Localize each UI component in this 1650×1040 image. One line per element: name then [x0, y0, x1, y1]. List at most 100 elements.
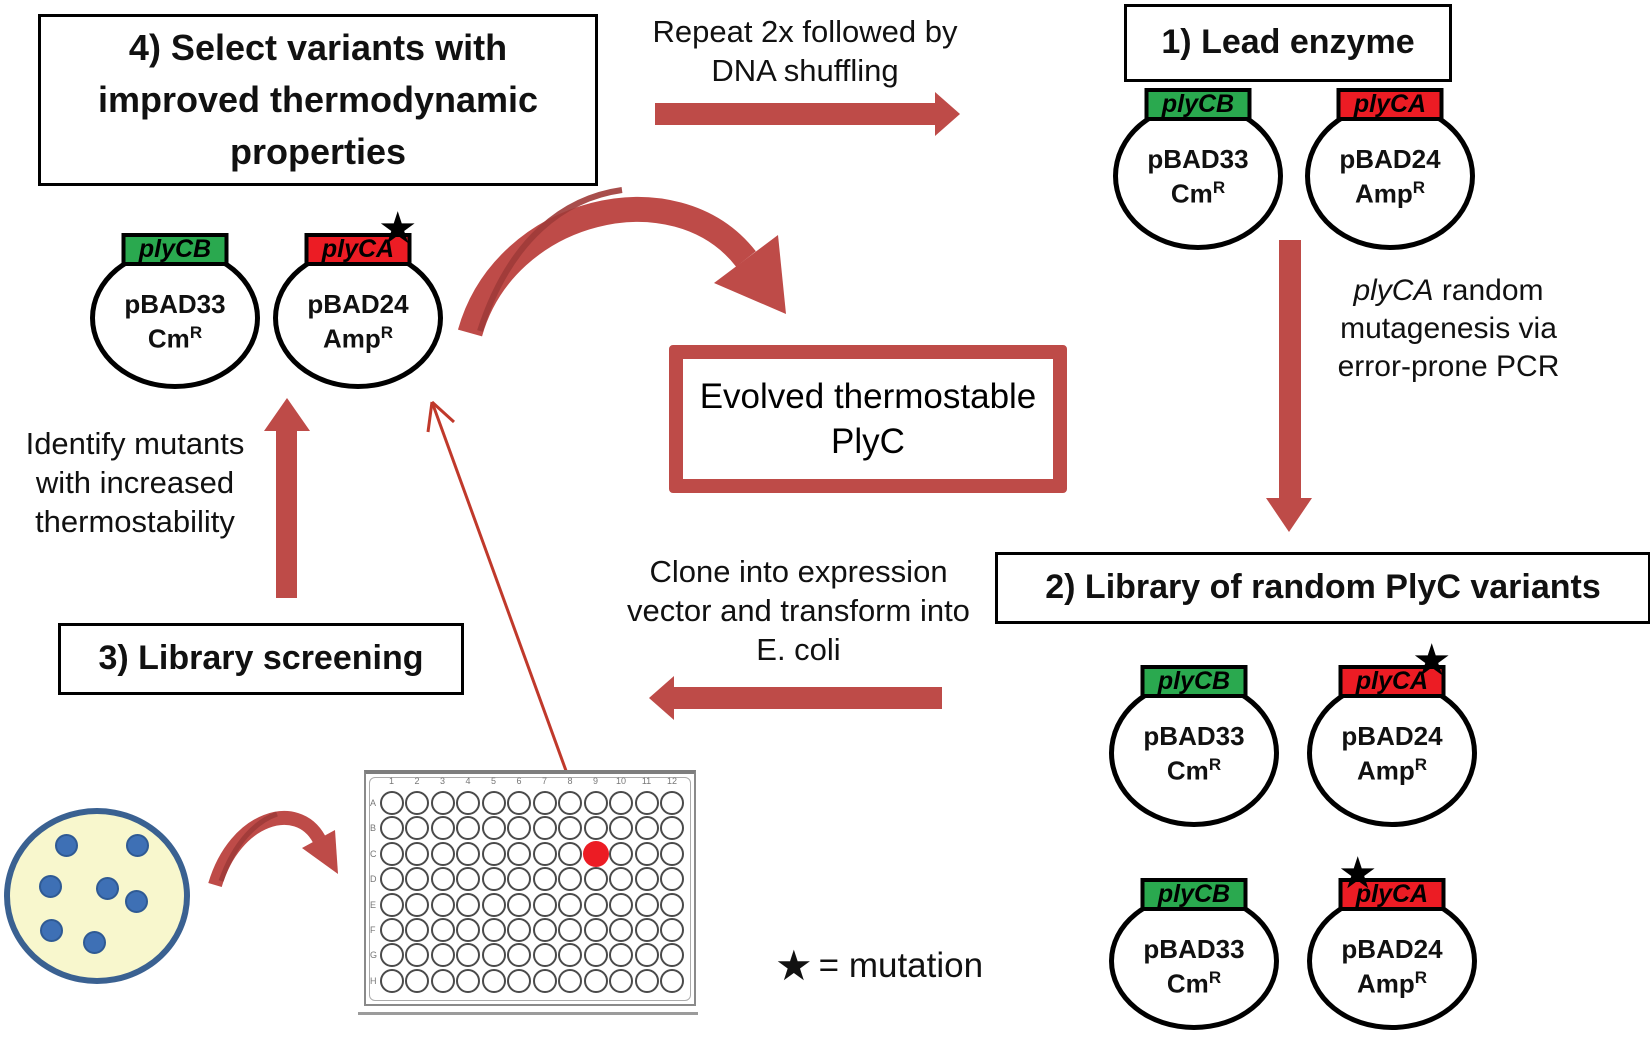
plate-well [634, 841, 659, 866]
plate-well [405, 867, 429, 892]
plate-well [532, 918, 557, 942]
plate-well [609, 918, 633, 942]
plate-well [379, 841, 404, 866]
gene-tag-plycb: plyCB [121, 233, 229, 266]
plate-well [583, 918, 608, 942]
plate-well [634, 816, 659, 841]
plate-well [430, 918, 455, 942]
plate-col-label: 7 [541, 776, 547, 786]
plasmid-name: pBAD33 [1147, 144, 1249, 174]
plasmid-pbad24-selected: ★ plyCA pBAD24 AmpR [268, 207, 448, 413]
plasmid-circle [90, 247, 260, 389]
evolved-plyc-label: Evolved thermostable PlyC [699, 376, 1037, 462]
gene-tag-plyca: plyCA [1336, 88, 1444, 121]
plate-well [558, 841, 582, 866]
plate-inner-frame [369, 777, 691, 1001]
plate-well [532, 841, 557, 866]
plate-well [660, 943, 684, 968]
plate-well [379, 816, 404, 841]
plate-well [583, 968, 608, 993]
colony-dot [55, 834, 78, 857]
plate-well [405, 791, 429, 815]
plate-well [430, 841, 455, 866]
plate-well [430, 791, 455, 815]
plate-well [634, 791, 659, 815]
plate-col-label: 5 [490, 776, 496, 786]
plate-well [532, 943, 557, 968]
plate-well [379, 968, 404, 993]
step3-title: 3) Library screening [98, 639, 424, 678]
plate-well [583, 867, 608, 892]
plate-col-label: 2 [414, 776, 420, 786]
plate-well [481, 918, 506, 942]
colony-dot [96, 877, 119, 900]
plate-row-label: F [370, 925, 376, 935]
plate-well [532, 816, 557, 841]
plate-col-label: 8 [567, 776, 573, 786]
mutation-star-icon: ★ [1412, 636, 1452, 685]
clone-transform-label: Clone into expression vector and transfo… [627, 554, 970, 668]
mutation-legend-text: = mutation [818, 946, 984, 985]
plasmid-name: pBAD24 [1341, 721, 1443, 751]
plate-shadow-line [358, 1012, 698, 1015]
plasmid-circle [1109, 679, 1279, 827]
plate-well [634, 968, 659, 993]
plate-well [583, 892, 608, 917]
plate-well [405, 943, 429, 968]
plate-row-label: H [370, 975, 377, 986]
plate-row-label: E [370, 899, 377, 910]
plate-well [558, 867, 582, 892]
plate-well [430, 816, 455, 841]
plate-well [532, 892, 557, 917]
repeat-shuffling-label: Repeat 2x followed by DNA shuffling [652, 14, 958, 89]
step4-title: 4) Select variants with improved thermod… [97, 26, 539, 173]
plate-well [507, 841, 531, 866]
colony-dot [40, 919, 63, 942]
plate-well [430, 867, 455, 892]
gene-tag-plycb: plyCB [1144, 88, 1252, 121]
colony-dot [39, 875, 62, 898]
mutation-legend: ★ = mutation [775, 945, 983, 987]
plate-well [609, 892, 633, 917]
plate-well [405, 918, 429, 942]
resistance-marker: AmpR [1356, 968, 1428, 999]
plate-well [481, 867, 506, 892]
plate-well [660, 816, 684, 841]
plate-row-label: A [370, 798, 377, 808]
plate-well [405, 816, 429, 841]
step3-box: 3) Library screening [58, 623, 464, 695]
plate-well [609, 791, 633, 815]
plate-well [558, 943, 582, 968]
plate-col-label: 6 [516, 776, 522, 786]
plasmid-name: pBAD24 [1339, 144, 1441, 174]
plate-well [507, 791, 531, 815]
plate-well [609, 816, 633, 841]
plate-well [507, 892, 531, 917]
plate-well [379, 867, 404, 892]
plate-well [481, 892, 506, 917]
identify-mutants-label: Identify mutants with increased thermost… [25, 426, 245, 540]
colony-dot [126, 834, 149, 857]
plate-well [634, 867, 659, 892]
plate-well [481, 791, 506, 815]
plasmid-pbad24-lead: plyCA pBAD24 AmpR [1300, 88, 1480, 268]
plate-well [430, 968, 455, 993]
colony-pick-arch-arrow [208, 811, 338, 888]
plate-well [558, 816, 582, 841]
mutagenesis-text: random mutagenesis via error-prone PCR [1337, 274, 1560, 383]
mutation-star-icon: ★ [378, 204, 418, 253]
highlighted-well [582, 840, 609, 867]
plate-well [405, 968, 429, 993]
plate-well [379, 943, 404, 968]
plate-well [481, 968, 506, 993]
plate-well [456, 918, 480, 942]
petri-dish [4, 808, 190, 984]
plate-well [456, 943, 480, 968]
plasmid-pbad33-library-top: plyCB pBAD33 CmR [1104, 665, 1284, 845]
mutation-star-icon: ★ [1338, 849, 1378, 898]
plate-well [481, 841, 506, 866]
plate-well [507, 943, 531, 968]
plate-well [609, 841, 633, 866]
plate-col-label: 12 [666, 776, 677, 786]
